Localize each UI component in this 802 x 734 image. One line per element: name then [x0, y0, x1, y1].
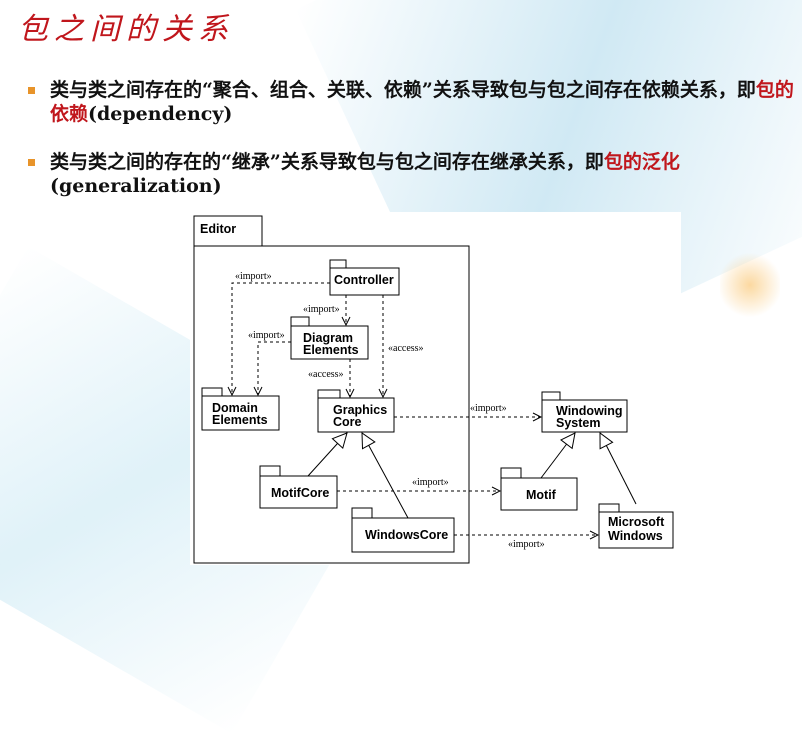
- bullet-text: 类与类之间存在的“聚合、组合、关联、依赖”关系导致包与包之间存在依赖关系，即: [50, 79, 756, 101]
- controller-package: Controller: [329, 259, 400, 296]
- bullet-text: 类与类之间的存在的“继承”关系导致包与包之间存在继承关系，即: [50, 151, 604, 173]
- dependency-arrow: [258, 341, 291, 395]
- package-label: Controller: [334, 273, 394, 287]
- stereotype-label: «access»: [388, 343, 424, 354]
- package-label: Domain: [212, 401, 258, 415]
- generalization-arrows: [307, 433, 637, 519]
- motif-core-package: MotifCore: [259, 465, 338, 509]
- generalization-arrow: [600, 433, 637, 505]
- package-label: Windowing: [556, 404, 623, 418]
- bullet-term: (generalization): [50, 175, 222, 197]
- domain-elements-package: Domain Elements: [201, 387, 280, 431]
- editor-package: Editor: [193, 215, 470, 564]
- dependency-arrows: [232, 282, 598, 535]
- package-label: MotifCore: [271, 486, 329, 500]
- stereotype-label: «import»: [412, 477, 449, 488]
- generalization-arrow: [540, 433, 575, 479]
- editor-package-label: Editor: [200, 222, 236, 236]
- microsoft-windows-package: Microsoft Windows: [598, 503, 674, 549]
- package-body: [193, 245, 470, 564]
- windows-core-package: WindowsCore: [351, 507, 455, 553]
- package-label: WindowsCore: [365, 528, 448, 542]
- package-label: Elements: [303, 343, 359, 357]
- stereotype-label: «import»: [508, 539, 545, 550]
- package-label: Core: [333, 415, 362, 429]
- windowing-system-package: Windowing System: [541, 391, 628, 433]
- motif-package: Motif: [500, 467, 578, 511]
- generalization-arrow: [307, 433, 347, 477]
- bullet-marker-icon: [28, 159, 35, 166]
- package-label: Windows: [608, 529, 663, 543]
- stereotype-label: «import»: [235, 271, 272, 282]
- package-tab: [193, 215, 263, 247]
- stereotype-label: «import»: [248, 330, 285, 341]
- stereotype-label: «import»: [303, 304, 340, 315]
- package-label: Elements: [212, 413, 268, 427]
- bullet-item: 类与类之间的存在的“继承”关系导致包与包之间存在继承关系，即包的泛化 (gener…: [28, 150, 795, 198]
- bullet-item: 类与类之间存在的“聚合、组合、关联、依赖”关系导致包与包之间存在依赖关系，即包的…: [28, 78, 795, 126]
- diagram-elements-package: Diagram Elements: [290, 316, 369, 360]
- bullet-highlight: 包的依赖: [50, 79, 794, 125]
- package-label: Graphics: [333, 403, 387, 417]
- graphics-core-package: Graphics Core: [317, 389, 395, 433]
- package-diagram: Editor Controller Diagram Elements Domai…: [190, 212, 681, 565]
- package-label: Microsoft: [608, 515, 665, 529]
- generalization-arrow: [362, 433, 409, 519]
- dependency-arrow: [232, 282, 330, 395]
- stereotype-label: «import»: [470, 403, 507, 414]
- package-diagram-svg: Editor Controller Diagram Elements Domai…: [193, 215, 674, 564]
- stereotype-label: «access»: [308, 369, 344, 380]
- package-label: Motif: [526, 488, 557, 502]
- slide-title: 包之间的关系: [18, 12, 234, 47]
- bullet-marker-icon: [28, 87, 35, 94]
- bullet-term: (dependency): [88, 103, 233, 125]
- package-label: Diagram: [303, 331, 353, 345]
- package-label: System: [556, 416, 600, 430]
- background-glow: [720, 250, 780, 320]
- bullet-highlight: 包的泛化: [603, 151, 680, 173]
